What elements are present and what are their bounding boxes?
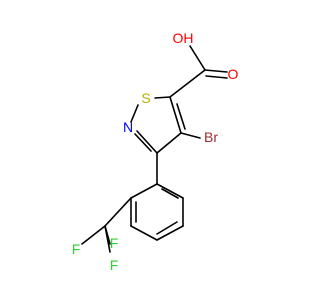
bond-c-oh bbox=[189, 45, 206, 71]
bond-c3-n-a bbox=[136, 130, 158, 154]
fluorine-top-label: F bbox=[110, 235, 119, 251]
carbonyl-oxygen-label: O bbox=[228, 66, 239, 82]
sulfur-label: S bbox=[141, 90, 150, 106]
bond-ph-cf3 bbox=[104, 197, 132, 227]
bond-c5-c4-a bbox=[169, 96, 182, 134]
bond-ph-1 bbox=[156, 183, 184, 199]
bond-c-f-bottom bbox=[104, 225, 111, 253]
bond-c5-c4-b bbox=[176, 103, 186, 130]
bond-s-c5 bbox=[154, 96, 171, 99]
fluorine-left-label: F bbox=[72, 241, 81, 257]
bond-ring-c-acid bbox=[169, 69, 206, 98]
bond-c4-br bbox=[180, 132, 201, 139]
bromine-label: Br bbox=[204, 129, 218, 145]
bond-c-o-double-b bbox=[205, 75, 228, 79]
bond-c4-c3 bbox=[156, 132, 182, 154]
bond-ph-3 bbox=[156, 225, 184, 241]
atom-labels: OH O S N Br F F F bbox=[72, 30, 239, 273]
structure-drawing: OH O S N Br F F F bbox=[72, 30, 239, 273]
nitrogen-label: N bbox=[123, 119, 133, 135]
bond-ph-4 bbox=[130, 225, 158, 241]
fluorine-bottom-label: F bbox=[110, 257, 119, 273]
bond-n-s bbox=[130, 104, 139, 123]
hydroxyl-label: OH bbox=[173, 30, 194, 46]
bond-ph-inner-1 bbox=[161, 188, 179, 199]
bond-c3-n-b bbox=[134, 133, 152, 152]
bond-ph-inner-2 bbox=[156, 221, 178, 235]
molecule-svg: OH O S N Br F F F bbox=[72, 30, 239, 273]
bond-lines bbox=[81, 45, 228, 253]
bond-c-f-left bbox=[81, 225, 106, 245]
bond-c-o-double-a bbox=[204, 69, 228, 73]
bond-ph-6 bbox=[130, 183, 158, 199]
